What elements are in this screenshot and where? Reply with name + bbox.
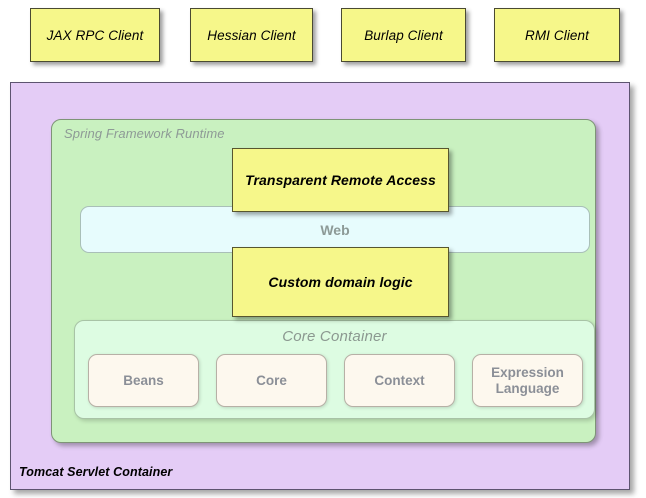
client-label: JAX RPC Client bbox=[46, 27, 144, 43]
transparent-remote-access-box[interactable]: Transparent Remote Access bbox=[232, 148, 449, 212]
core-modules-row: Beans Core Context Expression Language bbox=[88, 354, 583, 407]
core-module-label: Context bbox=[374, 372, 425, 388]
core-module-label: Core bbox=[256, 372, 287, 388]
client-box-burlap[interactable]: Burlap Client bbox=[341, 8, 466, 62]
core-module-context[interactable]: Context bbox=[344, 354, 455, 407]
client-box-jax-rpc[interactable]: JAX RPC Client bbox=[30, 8, 160, 62]
client-label: Burlap Client bbox=[364, 27, 443, 43]
core-container-title: Core Container bbox=[282, 328, 387, 345]
custom-domain-logic-label: Custom domain logic bbox=[268, 274, 413, 290]
core-module-core[interactable]: Core bbox=[216, 354, 327, 407]
spring-framework-runtime-container: Spring Framework Runtime Web Transparent… bbox=[51, 119, 596, 443]
web-layer-label: Web bbox=[320, 221, 350, 238]
custom-domain-logic-box[interactable]: Custom domain logic bbox=[232, 247, 449, 317]
tomcat-servlet-container: Spring Framework Runtime Web Transparent… bbox=[10, 82, 630, 490]
core-module-label: Beans bbox=[123, 372, 164, 388]
core-module-expression-language[interactable]: Expression Language bbox=[472, 354, 583, 407]
core-module-beans[interactable]: Beans bbox=[88, 354, 199, 407]
web-layer-bar[interactable]: Web bbox=[80, 206, 590, 253]
core-container: Core Container Beans Core Context Expres… bbox=[74, 320, 595, 419]
client-box-hessian[interactable]: Hessian Client bbox=[190, 8, 313, 62]
spring-framework-runtime-label: Spring Framework Runtime bbox=[64, 126, 225, 141]
client-label: RMI Client bbox=[524, 27, 589, 43]
core-module-label: Expression Language bbox=[491, 364, 564, 396]
client-box-rmi[interactable]: RMI Client bbox=[494, 8, 620, 62]
client-label: Hessian Client bbox=[207, 27, 296, 43]
tomcat-servlet-container-label: Tomcat Servlet Container bbox=[19, 465, 173, 479]
transparent-remote-access-label: Transparent Remote Access bbox=[245, 172, 436, 188]
